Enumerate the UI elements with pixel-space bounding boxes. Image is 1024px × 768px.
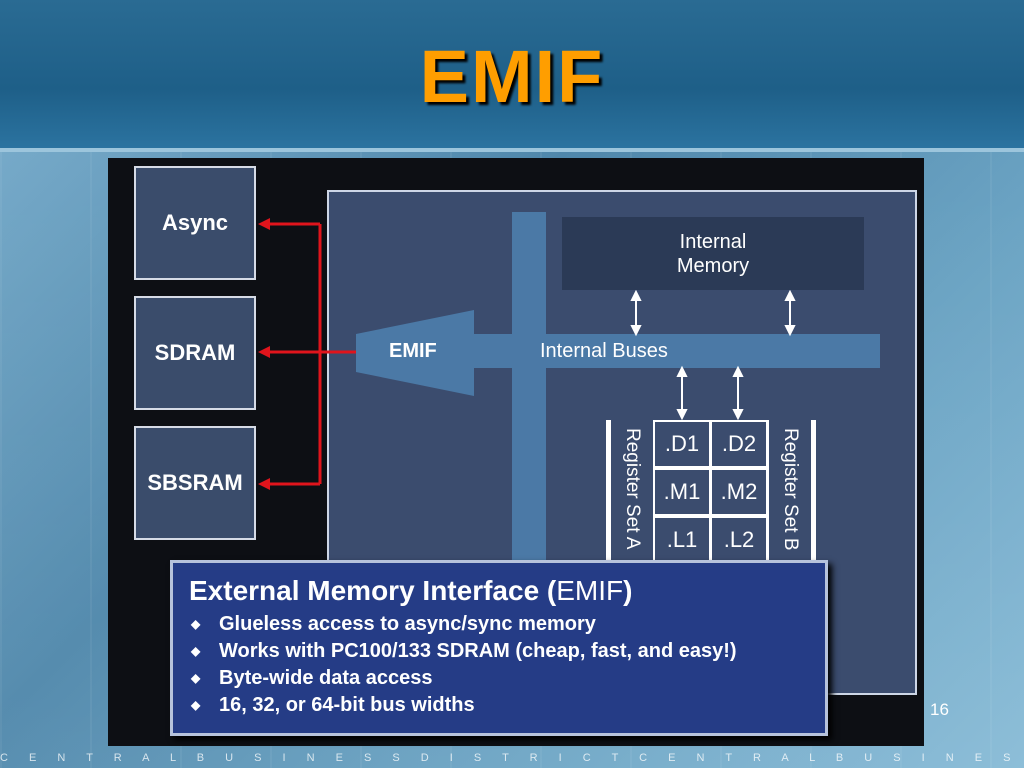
register-set-a: Register Set A [611, 420, 653, 570]
info-bullet-list: ◆ Glueless access to async/sync memory ◆ W… [189, 611, 809, 719]
sdram-memory-box: SDRAM [134, 296, 256, 410]
list-item: ◆ Works with PC100/133 SDRAM (cheap, fast… [189, 638, 809, 665]
list-item: ◆ Byte-wide data access [189, 665, 809, 692]
info-heading: External Memory Interface (EMIF) [189, 575, 809, 607]
unit-l2: .L2 [712, 518, 766, 562]
emif-label: EMIF [389, 340, 437, 362]
title-bar: EMIF [0, 0, 1024, 152]
memory-arrows [268, 222, 356, 486]
unit-l1: .L1 [655, 518, 709, 562]
bullet-icon: ◆ [191, 644, 201, 658]
bullet-text: Glueless access to async/sync memory [219, 613, 596, 635]
bullet-text: Byte-wide data access [219, 667, 433, 689]
bullet-icon: ◆ [191, 698, 201, 712]
bullet-icon: ◆ [191, 671, 201, 685]
unit-m1: .M1 [655, 470, 709, 514]
async-memory-box: Async [134, 166, 256, 280]
unit-m2: .M2 [712, 470, 766, 514]
bus-arrows [630, 289, 796, 421]
horizontal-bus [474, 334, 880, 368]
internal-memory-line2: Memory [676, 254, 750, 277]
list-item: ◆ Glueless access to async/sync memory [189, 611, 809, 638]
slide-title: EMIF [419, 35, 605, 118]
bullet-text: Works with PC100/133 SDRAM (cheap, fast,… [219, 640, 737, 662]
list-item: ◆ 16, 32, or 64-bit bus widths [189, 692, 809, 719]
page-number: 16 [930, 700, 949, 719]
info-heading-close: ) [623, 575, 633, 606]
emif-info-box: External Memory Interface (EMIF) ◆ Gluele… [170, 560, 828, 736]
bullet-icon: ◆ [191, 617, 201, 631]
vertical-bus [512, 212, 546, 572]
emif-block-shape [356, 310, 474, 396]
bullet-text: 16, 32, or 64-bit bus widths [219, 694, 475, 716]
arrowheads [258, 218, 270, 490]
register-set-b: Register Set B [769, 420, 811, 570]
unit-d1: .D1 [655, 422, 709, 466]
info-heading-emif: EMIF [556, 575, 624, 606]
sbsram-memory-box: SBSRAM [134, 426, 256, 540]
internal-memory-line1: Internal [679, 230, 747, 253]
internal-memory-block: Internal Memory [562, 217, 864, 290]
info-heading-main: External Memory Interface ( [189, 575, 557, 606]
internal-buses-label: Internal Buses [540, 340, 668, 362]
unit-d2: .D2 [712, 422, 766, 466]
footer-text-strip: C E N T R A L B U S I N E S S D I S T R … [0, 752, 1024, 764]
